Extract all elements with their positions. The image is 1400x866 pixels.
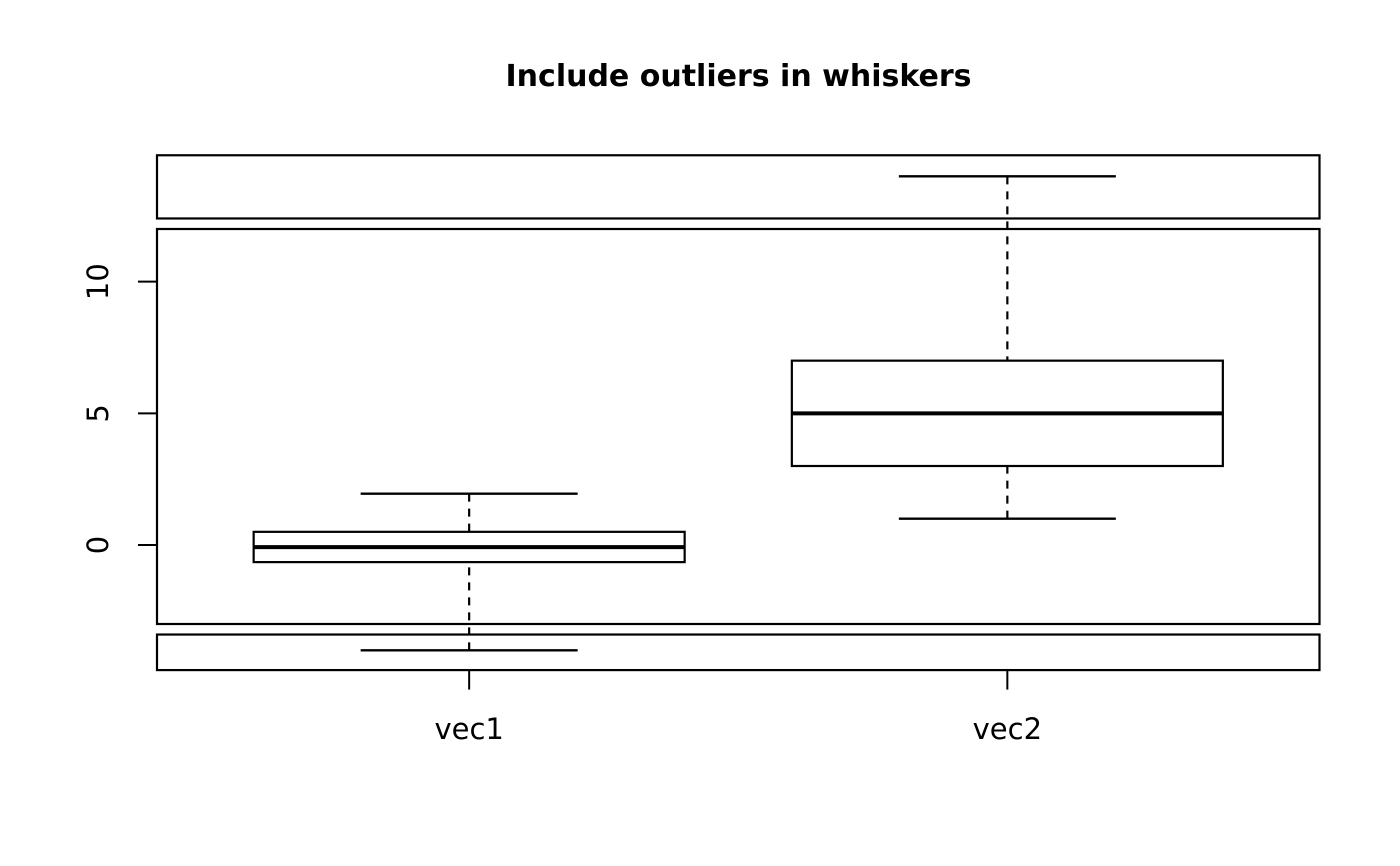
plot-panel-main [155, 227, 1321, 626]
y-tick-label-5: 5 [81, 404, 115, 422]
axis-break-panel-top [155, 154, 1321, 220]
y-tick-label-0: 0 [81, 536, 115, 554]
axis-break-panel-bottom [155, 633, 1321, 672]
x-tick-label-vec2: vec2 [973, 712, 1042, 746]
chart-title: Include outliers in whiskers [505, 59, 972, 94]
y-tick-label-10: 10 [81, 263, 115, 300]
x-tick-label-vec1: vec1 [434, 712, 503, 746]
